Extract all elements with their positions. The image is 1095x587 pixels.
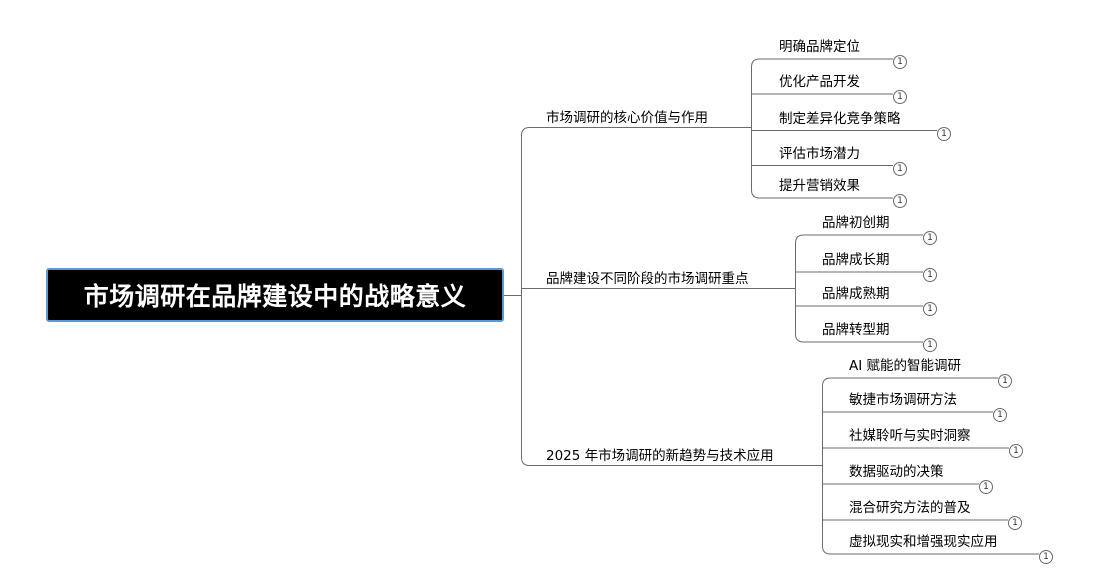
count-badge-icon[interactable]: 1 xyxy=(923,268,937,282)
branch-label[interactable]: 2025 年市场调研的新趋势与技术应用 xyxy=(546,447,774,464)
child-topic-label[interactable]: AI 赋能的智能调研 xyxy=(849,358,962,374)
count-badge-icon[interactable]: 1 xyxy=(993,408,1007,422)
count-badge-icon[interactable]: 1 xyxy=(893,55,907,69)
count-badge-icon[interactable]: 1 xyxy=(979,480,993,494)
count-badge-icon[interactable]: 1 xyxy=(1008,516,1022,530)
branch-label[interactable]: 品牌建设不同阶段的市场调研重点 xyxy=(546,270,749,287)
main-trunk xyxy=(521,127,530,466)
child-topic-label[interactable]: 品牌成熟期 xyxy=(822,286,890,302)
count-badge-icon[interactable]: 1 xyxy=(893,194,907,208)
child-topic-label[interactable]: 混合研究方法的普及 xyxy=(849,500,971,516)
child-spine xyxy=(822,377,831,555)
child-spine xyxy=(795,234,804,343)
child-topic-label[interactable]: 品牌转型期 xyxy=(822,322,890,338)
child-topic-label[interactable]: 明确品牌定位 xyxy=(779,39,860,55)
branch-label[interactable]: 市场调研的核心价值与作用 xyxy=(546,109,708,126)
child-spine xyxy=(751,58,760,199)
child-topic-label[interactable]: 制定差异化竞争策略 xyxy=(779,110,901,127)
count-badge-icon[interactable]: 1 xyxy=(923,231,937,245)
root-topic[interactable]: 市场调研在品牌建设中的战略意义 xyxy=(46,268,504,322)
child-topic-label[interactable]: 敏捷市场调研方法 xyxy=(849,392,957,408)
child-topic-label[interactable]: 提升营销效果 xyxy=(779,178,860,194)
count-badge-icon[interactable]: 1 xyxy=(923,338,937,352)
count-badge-icon[interactable]: 1 xyxy=(893,161,907,176)
count-badge-icon[interactable]: 1 xyxy=(937,126,951,141)
child-topic-label[interactable]: 数据驱动的决策 xyxy=(849,464,944,480)
child-topic-label[interactable]: 品牌初创期 xyxy=(822,215,890,231)
root-topic-title: 市场调研在品牌建设中的战略意义 xyxy=(83,282,467,311)
child-topic-label[interactable]: 评估市场潜力 xyxy=(779,145,860,162)
count-badge-icon[interactable]: 1 xyxy=(998,374,1012,388)
count-badge-icon[interactable]: 1 xyxy=(1009,444,1023,458)
count-badge-icon[interactable]: 1 xyxy=(893,90,907,104)
count-badge-icon[interactable]: 1 xyxy=(1039,550,1053,564)
child-topic-label[interactable]: 品牌成长期 xyxy=(822,252,890,268)
count-badge-icon[interactable]: 1 xyxy=(923,302,937,316)
child-topic-label[interactable]: 社媒聆听与实时洞察 xyxy=(849,428,971,444)
child-topic-label[interactable]: 虚拟现实和增强现实应用 xyxy=(849,534,998,550)
child-topic-label[interactable]: 优化产品开发 xyxy=(779,74,860,90)
